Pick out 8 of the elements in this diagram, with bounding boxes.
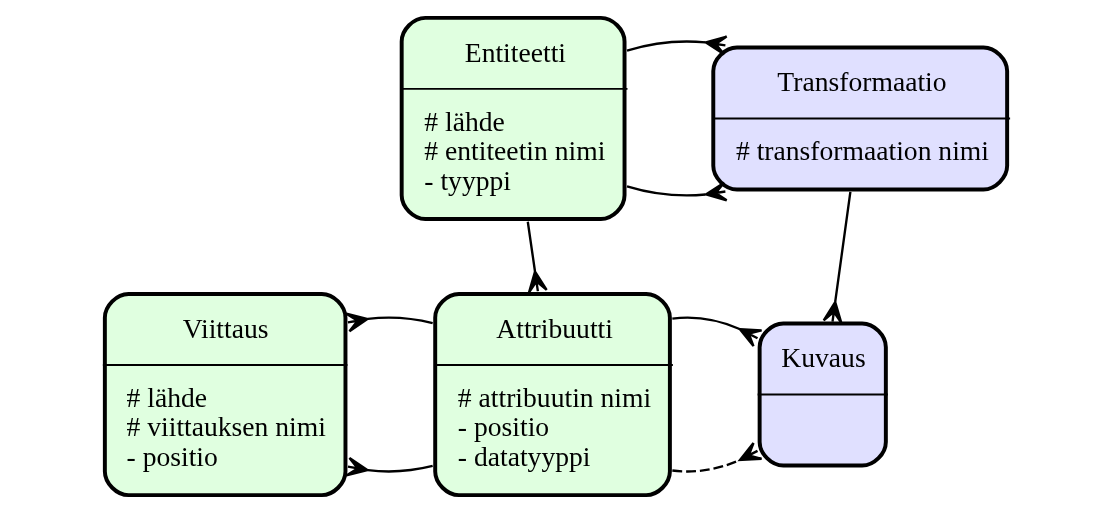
connector [626, 35, 728, 56]
connector [626, 181, 728, 202]
connector [672, 441, 763, 473]
connector [526, 221, 548, 294]
connector [672, 316, 763, 348]
connector [822, 191, 852, 324]
connector [345, 456, 433, 477]
connector [345, 312, 433, 333]
